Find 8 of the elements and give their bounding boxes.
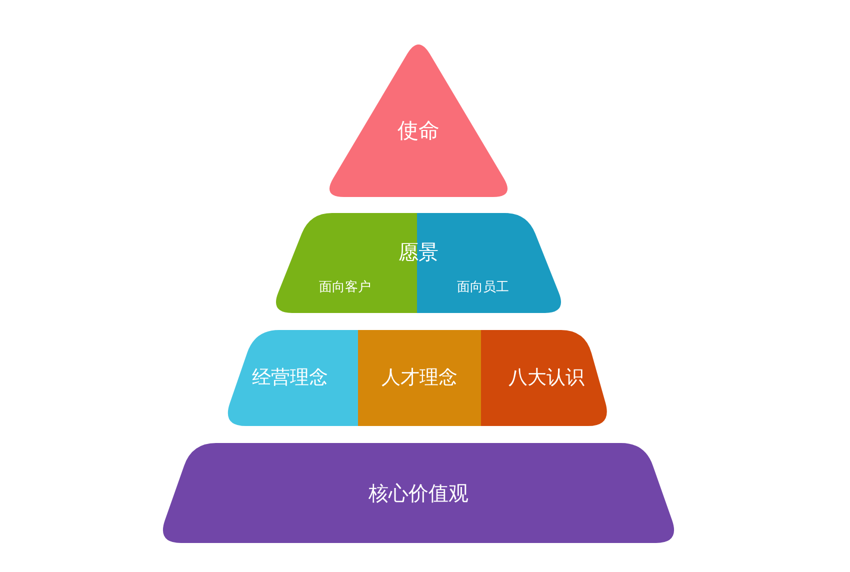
layer-label: 核心价值观 bbox=[368, 481, 470, 505]
band-segment bbox=[358, 330, 481, 426]
layer-label: 人才理念 bbox=[380, 366, 458, 390]
layer-label: 面向员工 bbox=[456, 280, 510, 296]
layer-label: 经营理念 bbox=[251, 366, 329, 390]
layer-label: 使命 bbox=[396, 118, 440, 144]
layer-label: 面向客户 bbox=[318, 280, 372, 296]
layer-label: 八大认识 bbox=[508, 366, 586, 390]
